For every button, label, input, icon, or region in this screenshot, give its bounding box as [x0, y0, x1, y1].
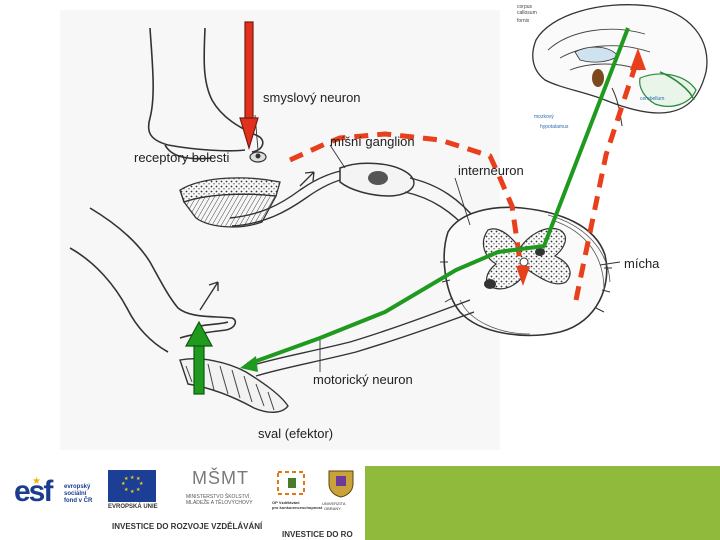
svg-text:★: ★	[130, 475, 135, 481]
brain-label-cerebellum: cerebellum	[640, 96, 665, 102]
green-arrowhead-icon	[240, 356, 258, 372]
footer-tagline-cut: INVESTICE DO RO	[282, 530, 353, 539]
motor-nerve-fiber	[249, 299, 475, 377]
hand-drawing	[69, 207, 237, 353]
label-spinal-ganglion: míšní ganglion	[330, 134, 415, 149]
foot-top-drawing	[147, 27, 264, 160]
msmt-logo: MŠMT MINISTERSTVO ŠKOLSTVÍ, MLÁDEŽE A TĚ…	[186, 468, 266, 512]
footer-logos: esf ★ evropský sociální fond v ČR ★★★ ★★…	[0, 462, 720, 540]
brain-label-hypotalamus: hypotalamus	[540, 124, 569, 130]
op-logo: OP Vzdělávání pro konkurenceschopnost	[268, 468, 322, 512]
brain-label-corpus: corpus	[517, 4, 533, 10]
uni-caption-2: OBRANY	[324, 506, 341, 511]
svg-text:★: ★	[124, 487, 129, 493]
msmt-wordmark: MŠMT	[192, 468, 249, 488]
esf-caption-3: fond v ČR	[64, 498, 93, 504]
esf-caption-1: evropský	[64, 484, 91, 490]
sensory-direction-arrow	[299, 171, 315, 187]
op-dashed-square-icon	[277, 471, 305, 495]
spinal-ganglion	[339, 162, 415, 197]
msmt-caption-2: MLÁDEŽE A TĚLOVÝCHOVY	[186, 500, 253, 506]
dashed-down-arrowhead-icon	[516, 266, 530, 286]
svg-text:★: ★	[130, 489, 135, 495]
esf-wordmark: esf	[14, 475, 53, 508]
footer-tagline: INVESTICE DO ROZVOJE VZDĚLÁVÁNÍ	[112, 522, 263, 531]
label-motor-neuron: motorický neuron	[313, 372, 413, 387]
op-caption-1: OP Vzdělávání	[272, 500, 300, 505]
label-sensory-neuron: smyslový neuron	[263, 90, 361, 105]
esf-star-icon: ★	[32, 476, 41, 487]
red-stimulus-arrow	[239, 21, 259, 151]
paper-texture	[60, 10, 500, 450]
op-caption-2: pro konkurenceschopnost	[272, 505, 323, 510]
eu-flag-logo: ★★★ ★★★ ★★	[108, 470, 156, 502]
label-spinal-cord: mícha	[624, 256, 660, 271]
university-crest-logo: UNIVERZITA OBRANY	[322, 468, 362, 514]
green-motor-path	[247, 27, 630, 366]
svg-text:★: ★	[136, 476, 141, 482]
dashed-arrowhead-icon	[630, 48, 646, 70]
eu-caption: EVROPSKÁ UNIE	[108, 504, 158, 510]
svg-text:★: ★	[121, 481, 126, 487]
msmt-caption-1: MINISTERSTVO ŠKOLSTVÍ,	[186, 494, 251, 500]
skin-tissue-block	[179, 177, 281, 228]
dashed-ascending-path	[573, 57, 641, 301]
label-interneuron: interneuron	[458, 163, 524, 178]
pain-receptor-icon	[249, 151, 267, 163]
brain-label-callosum: callosum	[517, 10, 537, 16]
svg-text:★: ★	[124, 476, 129, 482]
esf-logo: esf ★ evropský sociální fond v ČR	[14, 474, 110, 518]
sensory-nerve-fiber	[229, 169, 349, 227]
brain-inset	[532, 4, 708, 127]
esf-caption-2: sociální	[64, 491, 87, 497]
label-muscle-effector: sval (efektor)	[258, 426, 334, 441]
muscle-effector	[179, 358, 289, 413]
label-pain-receptors: receptory bolesti	[134, 150, 230, 165]
green-response-arrow	[184, 320, 214, 395]
svg-text:★: ★	[136, 487, 141, 493]
brain-label-mozkovy: mozkový	[534, 114, 554, 120]
brain-label-fornix: fornix	[517, 18, 530, 24]
svg-text:★: ★	[139, 481, 144, 487]
crest-icon	[328, 470, 354, 498]
movement-arrow	[199, 281, 219, 311]
eu-stars-icon: ★★★ ★★★ ★★	[121, 475, 144, 495]
footer-green-block	[365, 466, 720, 540]
uni-caption-1: UNIVERZITA	[322, 501, 346, 506]
